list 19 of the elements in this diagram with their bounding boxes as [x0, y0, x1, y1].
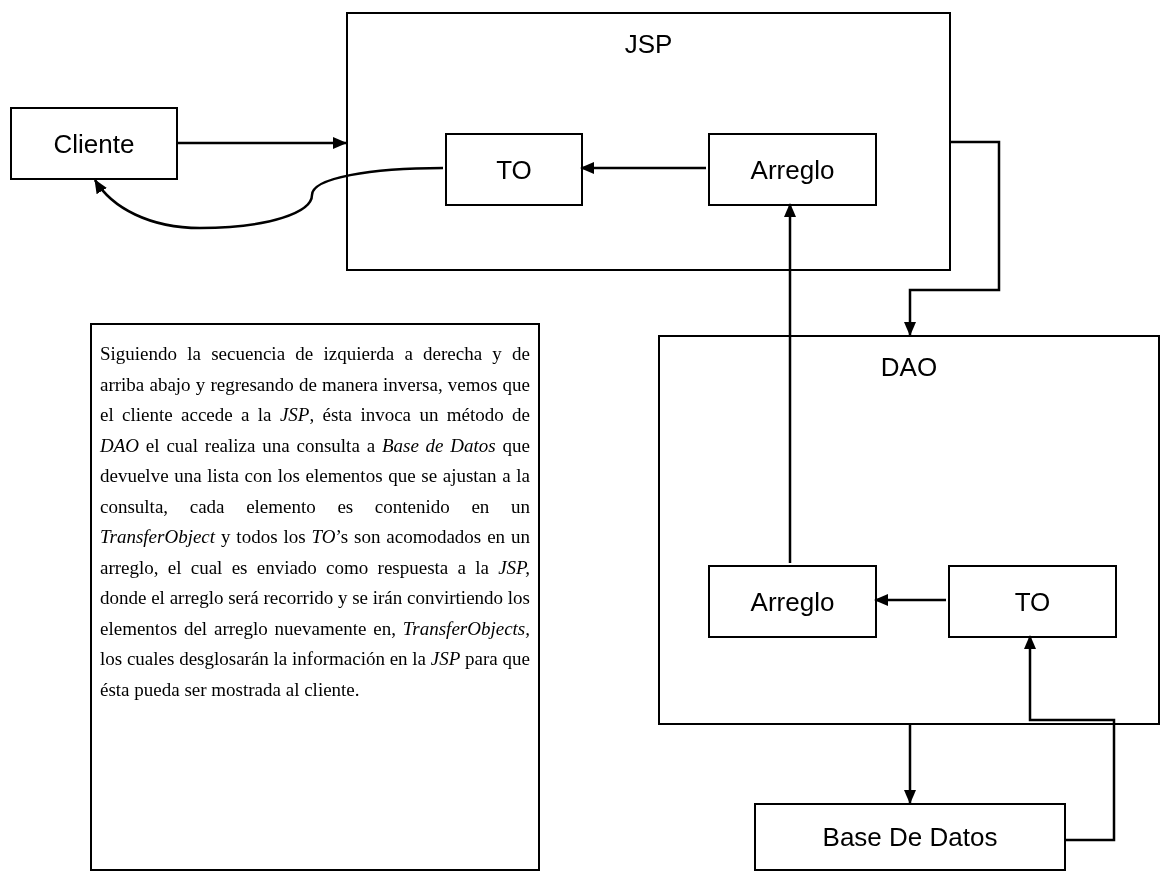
- component-box: [658, 335, 1160, 725]
- process-box: TO: [445, 133, 583, 206]
- process-box: TO: [948, 565, 1117, 638]
- component-box: [346, 12, 951, 271]
- process-box: Arreglo: [708, 565, 877, 638]
- process-box: Base De Datos: [754, 803, 1066, 871]
- arrow: [580, 162, 706, 174]
- arrow: [1024, 635, 1116, 842]
- box-title: DAO: [880, 351, 938, 383]
- arrow: [784, 203, 796, 563]
- arrow: [178, 137, 347, 149]
- arrow: [904, 725, 916, 804]
- arrow: [904, 140, 1001, 336]
- arrow: [93, 166, 443, 230]
- process-box: Arreglo: [708, 133, 877, 206]
- box-title: JSP: [624, 28, 673, 60]
- arrow: [874, 594, 946, 606]
- process-box: Cliente: [10, 107, 178, 180]
- text-box: Siguiendo la secuencia de izquierda a derecha y de arriba abajo y regresando de manera inversa, vemos que el cliente accede a la JSP, ésta invoca un método de DAO el cual realiza una consulta a Base de Datos que devuelve una lista con los elementos que se ajustan a la consulta, cada elemento es contenido en un TransferObject y todos los TO’s son acomodados en un arreglo, el cual es enviado como respuesta a la JSP, donde el arreglo será recorrido y se irán convirtiendo los elementos del arreglo nuevamente en, TransferObjects, los cuales desglosarán la información en la JSP para que ésta pueda ser mostrada al cliente.: [90, 323, 540, 871]
